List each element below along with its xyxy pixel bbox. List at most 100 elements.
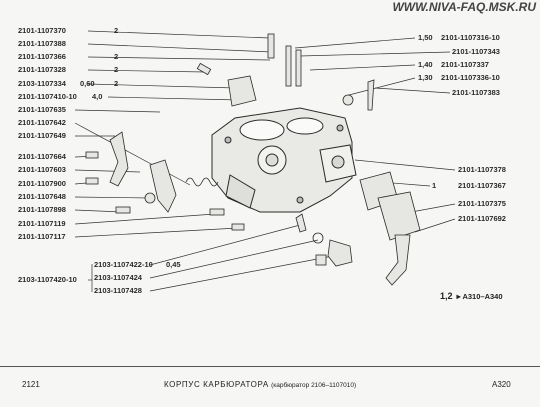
part-label: 2103-1107428	[94, 286, 142, 295]
leader-line	[149, 239, 319, 279]
screw-part	[315, 254, 327, 266]
reference-note: 1,2 ►А310–А340	[440, 291, 503, 301]
washer-part	[144, 192, 156, 204]
part-label: 2101-1107367	[458, 181, 506, 190]
part-label: 2101-1107343	[452, 47, 500, 56]
leader-line	[74, 169, 141, 173]
part-label: 2101-1107692	[458, 214, 506, 223]
part-label: 2103-1107422-10	[94, 260, 153, 269]
leader-line	[87, 83, 237, 89]
qty-label: 1	[432, 181, 437, 190]
part-label: 2101-1107664	[18, 152, 66, 161]
valve-part	[327, 239, 353, 267]
part-label: 2101-1107649	[18, 131, 66, 140]
jet-part	[285, 45, 292, 87]
leader-line	[414, 218, 456, 233]
part-label: 2101-1107366	[18, 52, 66, 61]
leader-line	[74, 209, 123, 213]
leader-line	[87, 43, 273, 53]
leader-line	[149, 254, 339, 292]
part-label: 2101-1107328	[18, 65, 66, 74]
reference-numbers: 1,2	[440, 291, 453, 301]
part-label: 2101-1107370	[18, 26, 66, 35]
small-parts	[85, 33, 421, 286]
leader-line	[149, 224, 301, 266]
leader-line	[87, 56, 271, 61]
leader-line	[74, 196, 151, 199]
page-title: КОРПУС КАРБЮРАТОРА	[164, 380, 269, 389]
carburetor-body	[211, 107, 357, 213]
arrow-icon: ►	[455, 292, 463, 301]
leader-line	[87, 30, 271, 39]
qty-label: 2	[114, 52, 119, 61]
size-label: 0,60	[80, 79, 95, 88]
lever-part	[109, 131, 129, 187]
rod-part	[385, 234, 411, 286]
plug-part	[342, 94, 354, 106]
part-label: 2101-1107642	[18, 118, 66, 127]
screw-part	[367, 79, 375, 111]
lever-part	[149, 159, 177, 213]
group-label: 2103-1107420-10	[18, 275, 77, 284]
part-label: 2101-1107383	[452, 88, 500, 97]
leader-line	[374, 87, 451, 94]
screw-part	[85, 177, 99, 185]
screw-part	[85, 151, 99, 159]
jet-part	[295, 49, 302, 87]
size-label: 0,45	[166, 260, 181, 269]
part-label: 2103-1107424	[94, 273, 142, 282]
size-label: 1,40	[418, 60, 433, 69]
part-label: 2103-1107334	[18, 79, 66, 88]
size-label: 4,0	[92, 92, 103, 101]
spring-part	[185, 177, 219, 187]
leader-line	[107, 96, 241, 101]
page-subtitle: (карбюратор 2106–1107010)	[271, 382, 357, 389]
part-label: 2101-1107603	[18, 165, 66, 174]
leader-line	[74, 122, 191, 186]
screw-part	[115, 206, 131, 214]
part-label: 2101-1107119	[18, 219, 66, 228]
qty-label: 2	[114, 79, 119, 88]
part-label: 2101-1107898	[18, 205, 66, 214]
size-label: 1,50	[418, 33, 433, 42]
jet-part	[267, 33, 275, 59]
leader-line	[294, 37, 416, 49]
qty-label: 2	[114, 65, 119, 74]
part-label: 2101-1107635	[18, 105, 66, 114]
reference-code: А310–А340	[462, 292, 503, 301]
valve-part	[227, 75, 257, 107]
jet-part	[295, 213, 307, 233]
leader-line	[87, 69, 206, 73]
leader-line	[74, 213, 216, 225]
leader-line	[354, 159, 456, 171]
footer-title-block: КОРПУС КАРБЮРАТОРА (карбюратор 2106–1107…	[164, 380, 356, 389]
page-number-right: А320	[492, 380, 511, 389]
part-label: 2101-1107337	[441, 60, 489, 69]
page-number-left: 2121	[22, 380, 40, 389]
leader-line	[299, 51, 451, 57]
part-label: 2101-1107410-10	[18, 92, 77, 101]
screw-part	[209, 208, 225, 216]
qty-label: 2	[114, 26, 119, 35]
washer-part	[312, 232, 324, 244]
footer-divider	[0, 366, 540, 367]
part-label: 2101-1107336-10	[441, 73, 500, 82]
part-label: 2101-1107648	[18, 192, 66, 201]
cover-part	[377, 191, 421, 241]
leader-line	[74, 227, 239, 238]
part-label: 2101-1107117	[18, 232, 66, 241]
watermark-text: WWW.NIVA-FAQ.MSK.RU	[392, 0, 536, 14]
part-label: 2101-1107900	[18, 179, 66, 188]
part-label: 2101-1107375	[458, 199, 506, 208]
size-label: 1,30	[418, 73, 433, 82]
part-label: 2101-1107378	[458, 165, 506, 174]
leader-line	[344, 77, 416, 97]
part-label: 2101-1107388	[18, 39, 66, 48]
screw-part	[196, 62, 212, 76]
screw-part	[231, 223, 245, 231]
part-label: 2101-1107316-10	[441, 33, 500, 42]
leader-line	[309, 64, 416, 71]
leader-line	[74, 109, 161, 113]
